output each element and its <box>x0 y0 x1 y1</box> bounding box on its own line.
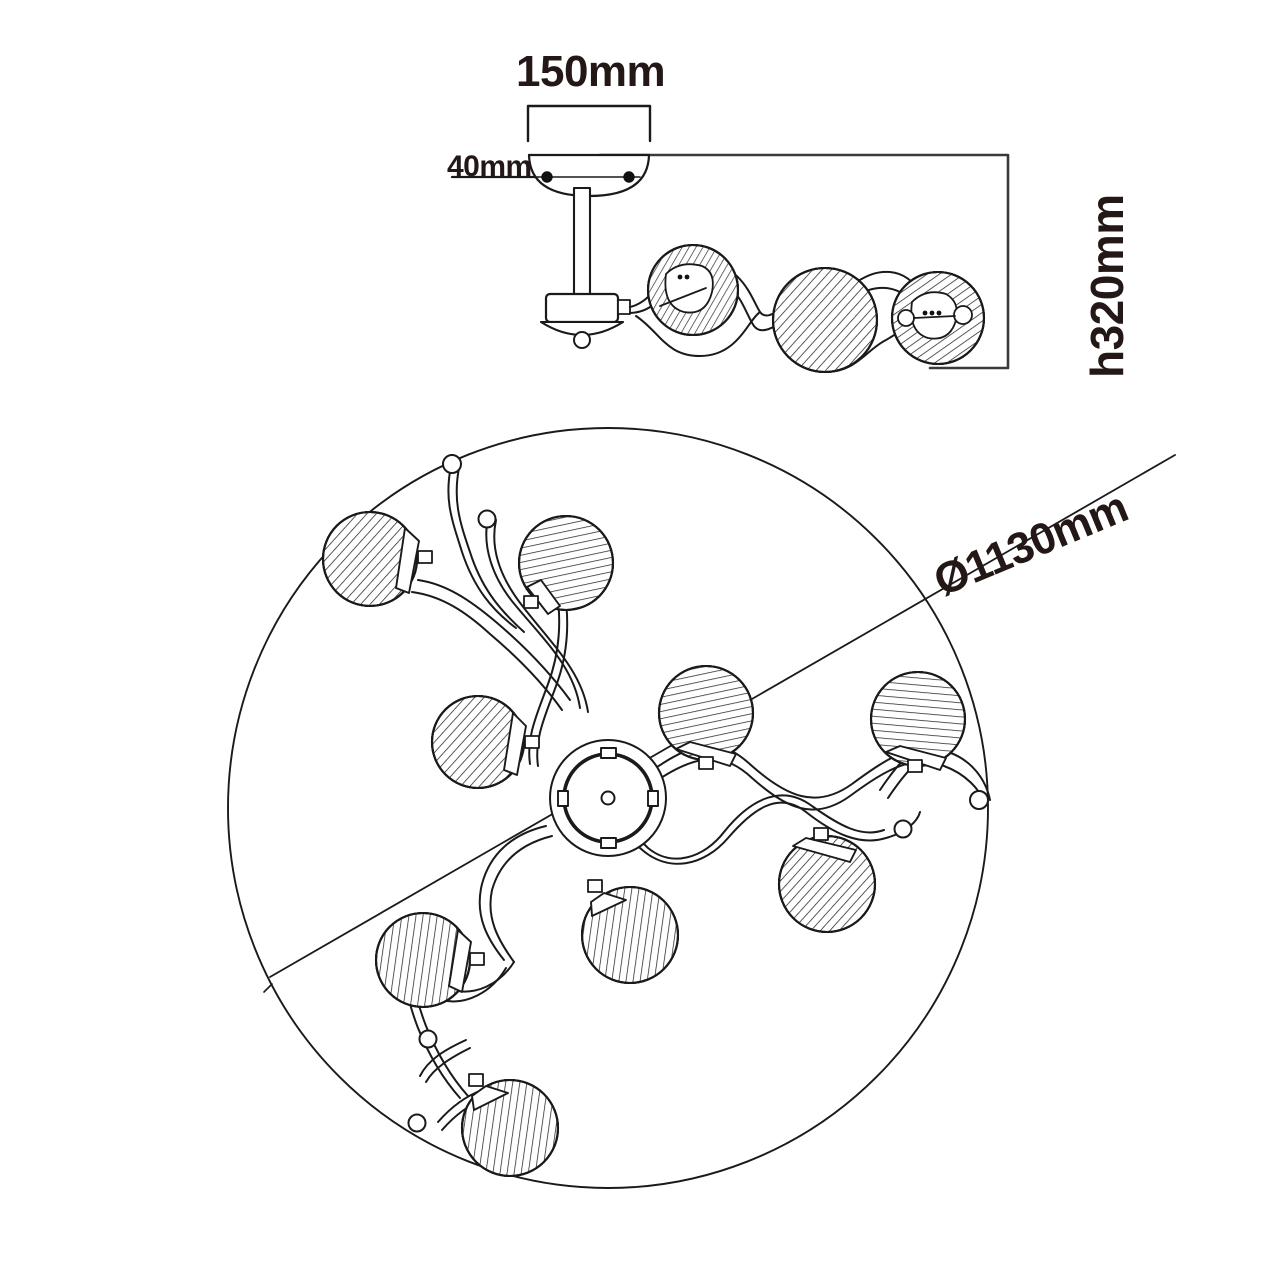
dimension-label-canopy-width: 150mm <box>516 47 666 96</box>
terminal-ball <box>477 509 497 529</box>
plan-globe-9 <box>460 1073 560 1178</box>
side-globe-1 <box>646 243 740 337</box>
center-hub-body <box>540 292 631 349</box>
plan-terminal-balls <box>407 454 989 1133</box>
plan-globe-4 <box>657 664 755 770</box>
plan-globe-2 <box>517 514 615 615</box>
plan-globe-8 <box>580 879 680 985</box>
plan-globe-7 <box>374 911 485 1009</box>
dimension-label-overall-height: h320mm <box>1081 194 1133 378</box>
dimension-label-canopy-height: 40mm <box>447 150 532 183</box>
terminal-ball <box>893 819 913 839</box>
dimension-bracket-150mm <box>526 104 652 143</box>
plan-center-hub <box>549 739 667 857</box>
plan-globe-3 <box>430 694 540 790</box>
plan-globe-5 <box>869 670 967 773</box>
side-globe-3 <box>890 270 986 366</box>
side-elevation-view <box>450 104 1010 374</box>
plan-view <box>227 427 1176 1189</box>
terminal-ball <box>442 454 462 474</box>
side-globe-2 <box>771 266 879 374</box>
side-view-globes <box>646 243 986 374</box>
terminal-ball <box>407 1113 427 1133</box>
canopy-fixing-screws <box>541 171 635 183</box>
plan-globe-1 <box>321 510 433 608</box>
terminal-ball <box>969 790 989 810</box>
plan-globe-6 <box>777 827 877 934</box>
terminal-ball <box>418 1029 438 1049</box>
dimension-bracket-h320mm <box>598 153 1010 370</box>
plan-globes <box>321 510 967 1178</box>
drop-stem <box>572 186 592 296</box>
